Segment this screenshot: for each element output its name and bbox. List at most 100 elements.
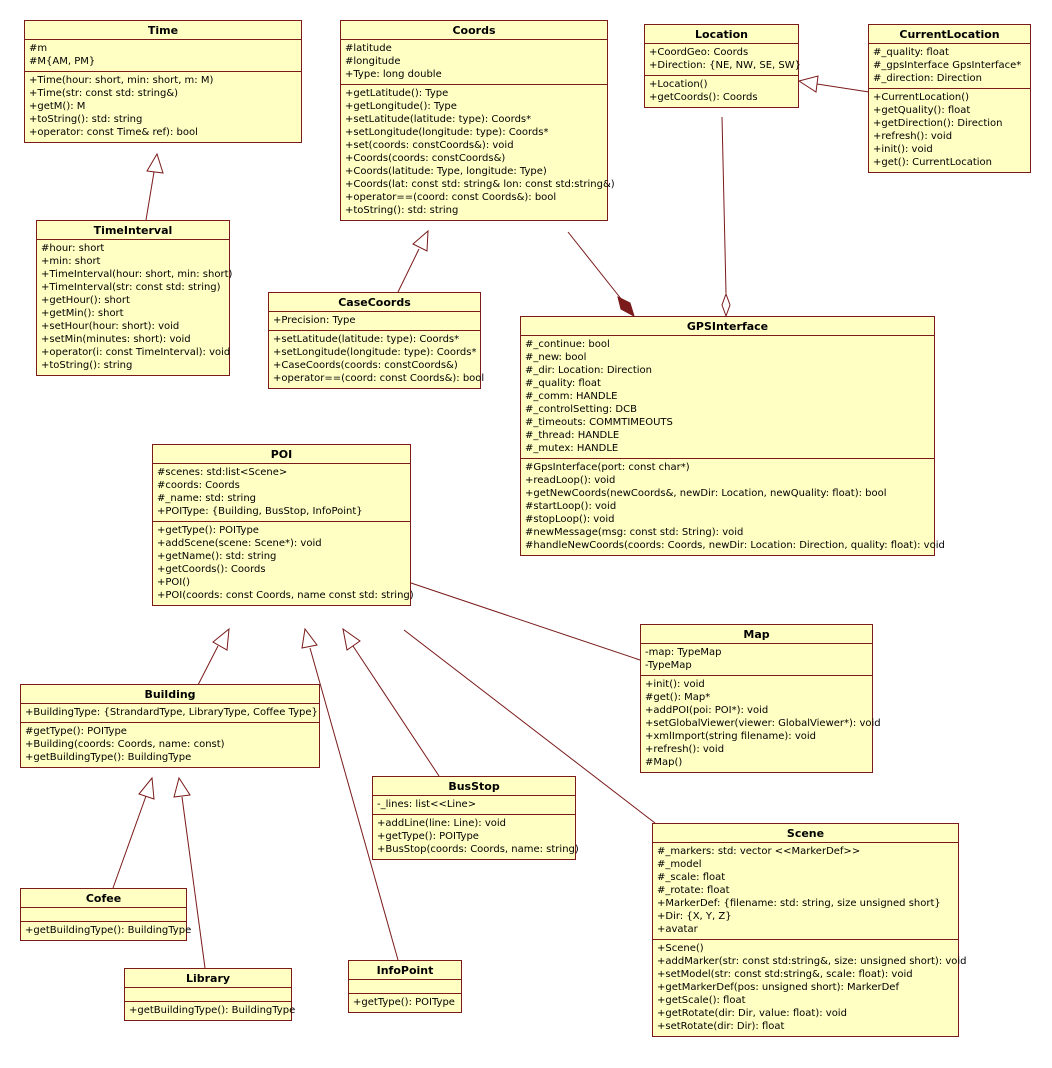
operation-row: +toString(): std: string [345,205,459,216]
relation-location-gpsinterface [721,116,727,294]
operation-row: +xmlImport(string filename): void [645,731,816,742]
operation-row: +refresh(): void [873,131,953,142]
operation-row: #get(): Map* [645,692,711,703]
operation-row: +operator==(coord: const Coords&): bool [345,192,557,203]
operation-row: +getCoords(): Coords [157,564,266,575]
attribute-row: -map: TypeMap [645,647,722,658]
class-name: BusStop [373,777,575,796]
attribute-row: #latitude [345,43,392,54]
class-time[interactable]: Time #m#M{AM, PM} +Time(hour: short, min… [24,20,302,143]
attribute-row: #coords: Coords [157,480,240,491]
operation-row: +getM(): M [29,101,86,112]
relation-timeinterval-time [145,171,155,221]
generalization-arrow [301,627,318,649]
operations-section: +getBuildingType(): BuildingType [125,1001,296,1020]
class-coords[interactable]: Coords #latitude #longitude +Type: long do… [340,20,615,221]
operations-section: +getBuildingType(): BuildingType [21,921,191,940]
operation-row: +getRotate(dir: Dir, value: float): void [657,1008,847,1019]
class-timeinterval[interactable]: TimeInterval #hour: short +min: short +Tim… [36,220,233,376]
attributes-section: -map: TypeMap-TypeMap [641,644,872,675]
attributes-section [21,908,186,921]
attribute-row: +operator(i: const TimeInterval): void [41,347,231,358]
relation-casecoords-coords [397,248,420,293]
attributes-section [125,988,291,1001]
class-library[interactable]: Library +getBuildingType(): BuildingType [124,968,296,1021]
attributes-section: +Precision: Type [269,312,480,330]
attribute-row: #hour: short [41,243,105,254]
attribute-row: +TimeInterval(hour: short, min: short) [41,269,233,280]
operation-row: #startLoop(): void [525,501,617,512]
operation-row: +getScale(): float [657,995,746,1006]
generalization-arrow [342,627,361,651]
attribute-row: +Type: long double [345,69,442,80]
relation-building-poi [197,645,219,686]
class-busstop[interactable]: BusStop -_lines: list<<Line> +addLine(li… [372,776,579,860]
class-location[interactable]: Location +CoordGeo: Coords+Direction: {N… [644,24,801,108]
operation-row: +CurrentLocation() [873,92,970,103]
operation-row: +Time(str: const std: string&) [29,88,179,99]
attribute-row: #_quality: float [525,378,601,389]
attributes-section: #latitude #longitude +Type: long double [341,40,607,84]
operation-row: +init(): void [873,144,933,155]
attribute-row: #_name: std: string [157,493,257,504]
operation-row: +init(): void [645,679,705,690]
attribute-row: +getMin(): short [41,308,124,319]
class-poi[interactable]: POI #scenes: std:list<Scene>#coords: Coo… [152,444,414,606]
class-map[interactable]: Map -map: TypeMap-TypeMap +init(): void #… [640,624,881,773]
class-name: Coords [341,21,607,40]
operation-row: +operator==(coord: const Coords&): bool [273,373,485,384]
class-cofee[interactable]: Cofee +getBuildingType(): BuildingType [20,888,191,941]
attribute-row: +toString(): string [41,360,133,371]
attributes-section: #scenes: std:list<Scene>#coords: Coords#… [153,464,410,521]
attribute-row: +TimeInterval(str: const std: string) [41,282,221,293]
attribute-row: #longitude [345,56,401,67]
operation-row: +setLongitude(longitude: type): Coords* [345,127,549,138]
attribute-row: #_scale: float [657,872,726,883]
attribute-row: +Dir: {X, Y, Z} [657,911,732,922]
attribute-row: #_new: bool [525,352,587,363]
operation-row: +getBuildingType(): BuildingType [25,752,192,763]
generalization-arrow [146,152,164,174]
class-scene[interactable]: Scene #_markers: std: vector <<MarkerDef… [652,823,967,1037]
operation-row: +Time(hour: short, min: short, m: M) [29,75,214,86]
attributes-section: +CoordGeo: Coords+Direction: {NE, NW, SE… [645,44,801,75]
operation-row: +Coords(latitude: Type, longitude: Type) [345,166,547,177]
operation-row: +addPOI(poi: POI*): void [645,705,769,716]
operation-row: +setRotate(dir: Dir): float [657,1021,785,1032]
operation-row: +getCoords(): Coords [649,92,758,103]
attribute-row: +min: short [41,256,101,267]
operation-row: +getBuildingType(): BuildingType [129,1005,296,1016]
attribute-row: #_rotate: float [657,885,730,896]
class-infopoint[interactable]: InfoPoint +getType(): POIType [348,960,462,1013]
operation-row: +Scene() [657,943,704,954]
class-name: TimeInterval [37,221,229,240]
class-currentlocation[interactable]: CurrentLocation #_quality: float#_gpsInt… [868,24,1031,173]
attribute-row: #M{AM, PM} [29,56,96,67]
operations-section: +Time(hour: short, min: short, m: M) +Tim… [25,71,301,142]
class-gpsinterface[interactable]: GPSInterface #_continue: bool#_new: bool… [520,316,945,556]
operation-row: +setLatitude(latitude: type): Coords* [273,334,460,345]
generalization-arrow [212,627,230,651]
class-name: Map [641,625,872,644]
operation-row: +addMarker(str: const std:string&, size:… [657,956,967,967]
class-building[interactable]: Building +BuildingType: {StrandardType, … [20,684,320,768]
class-casecoords[interactable]: CaseCoords +Precision: Type +setLatitude… [268,292,485,389]
attributes-section: #_markers: std: vector <<MarkerDef>>#_mo… [653,843,958,939]
operation-row: +addScene(scene: Scene*): void [157,538,322,549]
operation-row: +getName(): std: string [157,551,277,562]
operations-section: +CurrentLocation()+getQuality(): float+g… [869,88,1030,172]
attributes-section [349,980,461,993]
operation-row: +POI(coords: const Coords, name const st… [157,590,414,601]
class-name: InfoPoint [349,961,461,980]
class-name: Scene [653,824,958,843]
class-name: POI [153,445,410,464]
attribute-row: +MarkerDef: {filename: std: string, size… [657,898,941,909]
attributes-section: +BuildingType: {StrandardType, LibraryTy… [21,704,319,722]
attribute-row: +POIType: {Building, BusStop, InfoPoint} [157,506,363,517]
attribute-row: +setHour(hour: short): void [41,321,180,332]
attribute-row: #_markers: std: vector <<MarkerDef>> [657,846,861,857]
operation-row: +getQuality(): float [873,105,971,116]
operations-section: #getType(): POIType+Building(coords: Coo… [21,722,319,767]
attribute-row: #_mutex: HANDLE [525,443,619,454]
generalization-arrow [797,75,819,93]
